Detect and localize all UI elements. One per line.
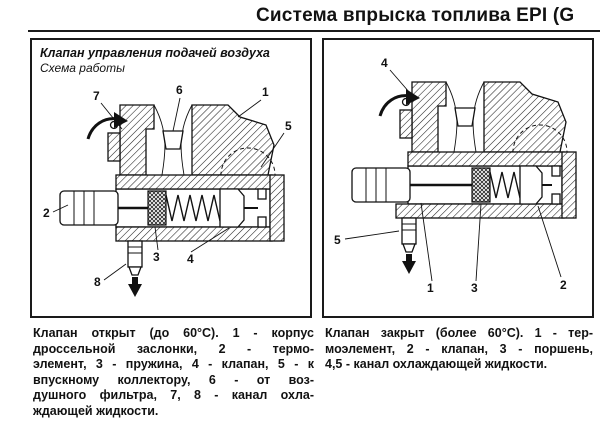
thermoelement	[59, 190, 148, 226]
callout-label-3: 3	[471, 281, 478, 295]
valve	[519, 165, 561, 205]
spring	[165, 194, 221, 222]
piston	[471, 167, 491, 203]
caption-valve-open: Клапан открыт (до 60°С). 1 - корпус дрос…	[33, 326, 314, 419]
valve	[219, 188, 267, 228]
callout-label-1: 1	[262, 85, 269, 99]
piston	[147, 190, 167, 226]
valve-assembly	[59, 174, 285, 242]
callout-label-5: 5	[285, 119, 292, 133]
callouts: 7 6 1 5 2 3 4 8	[43, 83, 292, 289]
title-rule	[28, 30, 600, 32]
section-subheading: Схема работы	[40, 61, 125, 75]
thermoelement	[351, 167, 472, 203]
caption-line: Клапан открыт (до 60°С). 1 - корпус	[33, 326, 314, 340]
caption-line: Клапан закрыт (более 60°С). 1 - тер-	[325, 326, 593, 340]
caption-line: 4,5 - канал охлаждающей жидкости.	[325, 357, 548, 371]
callout-label-3: 3	[153, 250, 160, 264]
callout-label-1: 1	[427, 281, 434, 295]
caption-line: элемент, 3 - пружина, 4 - клапан, 5 - к	[33, 357, 314, 371]
throttle-body-housing	[399, 81, 568, 180]
caption-line: моэлемент, 2 - клапан, 3 - поршень,	[325, 341, 593, 356]
right-diagram-box: 4 5 1 3 2	[322, 38, 594, 318]
callout-label-4: 4	[381, 56, 388, 70]
caption-valve-closed: Клапан закрыт (более 60°С). 1 - тер- моэ…	[325, 326, 593, 373]
callout-label-5: 5	[334, 233, 341, 247]
caption-line: душного фильтра, 7, 8 - канал охла-	[33, 388, 314, 402]
caption-line: ждающей жидкости.	[33, 403, 159, 418]
coolant-pipe	[127, 240, 143, 276]
coolant-arrow-icon	[128, 277, 142, 297]
caption-line: дроссельной заслонки, 2 - термо-	[33, 341, 314, 356]
section-heading: Клапан управления подачей воздуха	[40, 46, 270, 60]
valve-assembly	[351, 151, 577, 219]
spring	[489, 171, 521, 199]
caption-line: впускному коллектору, 6 - от воз-	[33, 372, 314, 387]
callouts: 4 5 1 3 2	[334, 56, 567, 295]
callout-label-6: 6	[176, 83, 183, 97]
left-diagram-box: Клапан управления подачей воздуха Схема …	[30, 38, 312, 318]
valve-open-diagram: 7 6 1 5 2 3 4 8	[43, 83, 292, 297]
valve-closed-diagram: 4 5 1 3 2	[334, 56, 577, 295]
callout-label-4: 4	[187, 252, 194, 266]
callout-label-2: 2	[560, 278, 567, 292]
page-title: Система впрыска топлива EPI (G	[256, 5, 575, 26]
coolant-pipe	[401, 217, 417, 253]
callout-label-7: 7	[93, 89, 100, 103]
callout-label-8: 8	[94, 275, 101, 289]
coolant-arrow-icon	[402, 254, 416, 274]
callout-label-2: 2	[43, 206, 50, 220]
